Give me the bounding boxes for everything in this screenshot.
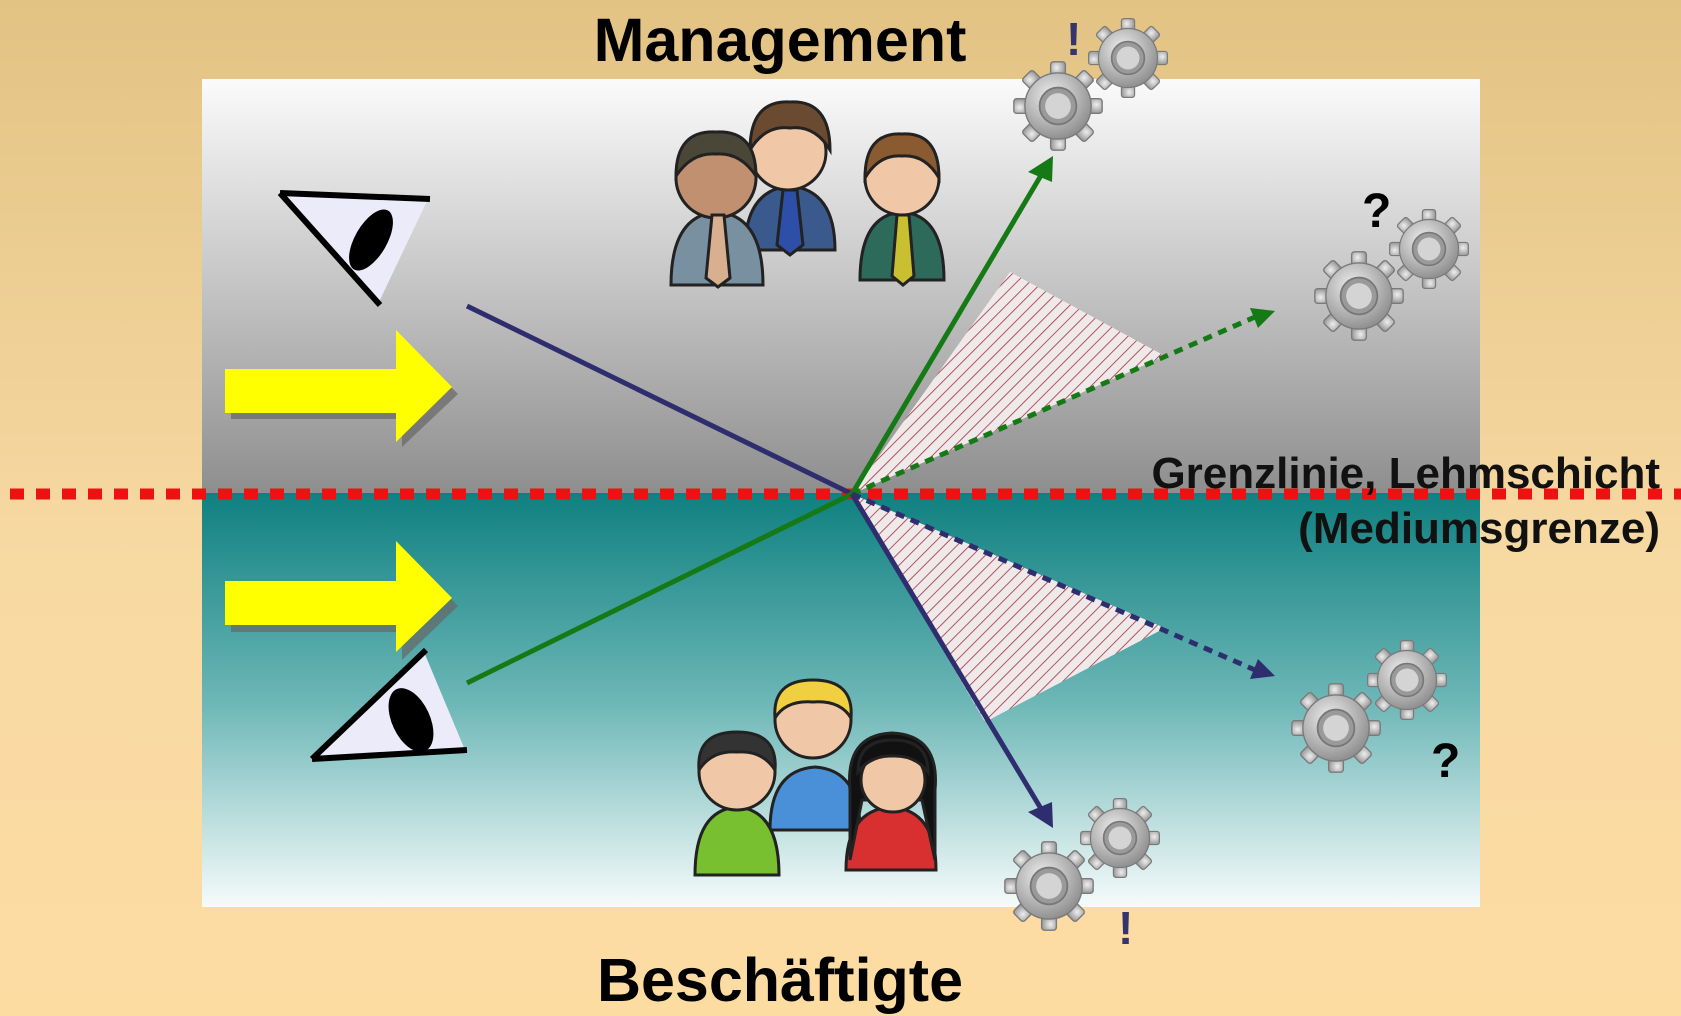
upper-eye-ray xyxy=(465,303,854,497)
eye-icon xyxy=(309,647,468,762)
upper-hatched-wedge xyxy=(852,272,1165,494)
boundary-label: Grenzlinie, Lehmschicht (Mediumsgrenze) xyxy=(1100,446,1660,556)
lower-question: ? xyxy=(1431,735,1461,788)
green-dotted-arrowhead xyxy=(1250,308,1275,328)
eye-icon xyxy=(277,190,431,307)
employees-group-icon xyxy=(693,678,938,877)
navy-ray-arrowhead xyxy=(1028,802,1053,828)
management-title: Management xyxy=(593,6,967,74)
bottom-exclamation: ! xyxy=(1118,902,1134,954)
boundary-label-line1: Grenzlinie, Lehmschicht xyxy=(1151,449,1660,498)
top-exclamation: ! xyxy=(1066,13,1082,65)
green-ray-arrowhead xyxy=(1028,156,1053,182)
management-group-icon xyxy=(669,100,946,289)
navy-dotted-arrowhead xyxy=(1250,659,1275,679)
upper-region xyxy=(202,79,1480,493)
lower-eye-ray xyxy=(465,491,854,686)
yellow-arrow-icon xyxy=(225,330,458,447)
yellow-arrow-icon xyxy=(225,541,458,660)
lower-hatched-wedge xyxy=(852,494,1165,722)
rays xyxy=(465,156,1275,828)
employees-title: Beschäftigte xyxy=(596,946,964,1014)
upper-question: ? xyxy=(1362,185,1392,238)
navy-reflected-ray xyxy=(849,492,1046,814)
green-reflected-ray xyxy=(849,170,1046,496)
boundary-label-line2: (Mediumsgrenze) xyxy=(1298,504,1660,553)
